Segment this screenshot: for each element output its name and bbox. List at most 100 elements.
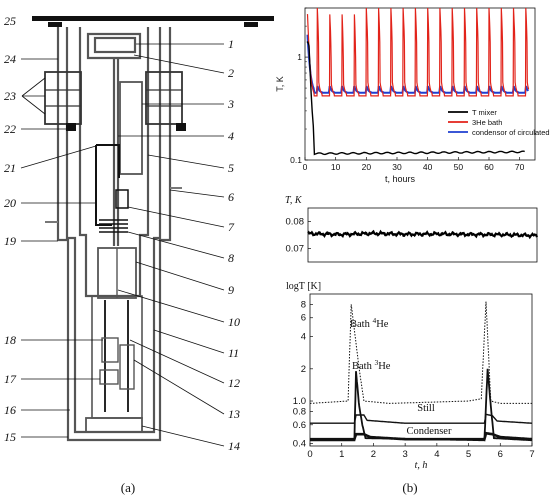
heat-exchanger-coil bbox=[99, 219, 128, 233]
top-x-tick-label: 0 bbox=[303, 162, 308, 172]
callout-3: 3 bbox=[227, 97, 234, 111]
mixing-chamber-18 bbox=[101, 337, 119, 363]
bottom-y-tick-label: 0.8 bbox=[293, 406, 306, 417]
middle-series bbox=[307, 229, 539, 240]
bottom-y-tick-label: 0.4 bbox=[293, 439, 306, 450]
top-x-tick-label: 10 bbox=[331, 162, 341, 172]
top-x-tick-label: 70 bbox=[515, 162, 525, 172]
capillary-line bbox=[95, 144, 120, 226]
bottom-x-tick-label: 6 bbox=[498, 449, 503, 460]
outer-vacuum-can bbox=[56, 27, 172, 442]
callout-11: 11 bbox=[228, 346, 239, 360]
top-y-tick-label: 0.1 bbox=[290, 155, 302, 165]
annotation-bath-3he-word: Bath bbox=[352, 361, 374, 372]
magnet-block-left bbox=[44, 71, 82, 125]
callout-10: 10 bbox=[228, 315, 240, 329]
callout-5: 5 bbox=[228, 161, 234, 175]
top-plot-frame bbox=[304, 7, 536, 161]
annotation-bath-4he-he: He bbox=[376, 319, 389, 330]
bottom-y-tick-label: 1.0 bbox=[293, 396, 306, 407]
callout-4: 4 bbox=[228, 129, 234, 143]
callout-16: 16 bbox=[4, 403, 16, 417]
flange-step bbox=[48, 22, 62, 27]
callout-labels: 2524232221201918171615123456789101112131… bbox=[4, 14, 240, 453]
callout-24: 24 bbox=[4, 52, 16, 66]
callout-18: 18 bbox=[4, 333, 16, 347]
middle-y-axis-label: T, K bbox=[285, 195, 303, 206]
annotation-condenser: Condenser bbox=[407, 426, 452, 437]
flange-step-right bbox=[244, 22, 258, 27]
callout-25: 25 bbox=[4, 14, 16, 28]
callout-12: 12 bbox=[228, 376, 240, 390]
series-condensor bbox=[306, 34, 530, 94]
magnet-block-right bbox=[145, 71, 183, 125]
legend-label: 3He bath bbox=[472, 118, 502, 127]
bottom-x-axis-label: t, h bbox=[415, 460, 428, 471]
cap-plate bbox=[93, 36, 137, 54]
callout-20: 20 bbox=[4, 196, 16, 210]
top-x-tick-label: 50 bbox=[454, 162, 464, 172]
chart-middle: 0.08 0.07 T, K bbox=[285, 195, 539, 263]
top-y-axis-label: T, K bbox=[275, 76, 285, 92]
cell-17 bbox=[99, 369, 119, 385]
callout-23: 23 bbox=[4, 89, 16, 103]
top-x-tick-label: 60 bbox=[484, 162, 494, 172]
bottom-y-tick-label: 0.6 bbox=[293, 420, 306, 431]
pot-7 bbox=[115, 189, 129, 209]
bottom-series-condenser bbox=[310, 431, 533, 441]
panel-b-caption: (b) bbox=[402, 480, 417, 495]
callout-9: 9 bbox=[228, 283, 234, 297]
callout-15: 15 bbox=[4, 430, 16, 444]
box-3 bbox=[119, 81, 143, 175]
bottom-y-tick-label: 8 bbox=[301, 299, 306, 310]
callout-19: 19 bbox=[4, 234, 16, 248]
legend-label: condensor of circulated 3He bbox=[472, 128, 550, 137]
bottom-series-bath-4he bbox=[310, 301, 532, 404]
bottom-x-tick-label: 7 bbox=[529, 449, 534, 460]
bottom-y-tick-label: 4 bbox=[301, 332, 306, 343]
top-x-tick-label: 40 bbox=[423, 162, 433, 172]
bottom-y-tick-label: 2 bbox=[301, 364, 306, 375]
bottom-plot-frame bbox=[309, 293, 533, 447]
middle-y-tick-label: 0.08 bbox=[286, 217, 305, 228]
legend-label: T mixer bbox=[472, 108, 497, 117]
annotation-bath-3he-he: He bbox=[378, 361, 391, 372]
annotation-bath-3he-sup: 3 bbox=[374, 358, 378, 367]
cell-13 bbox=[119, 344, 135, 390]
top-x-tick-label: 20 bbox=[362, 162, 372, 172]
annotation-bath-4he: Bath 4He bbox=[350, 316, 389, 330]
collar-left bbox=[66, 123, 76, 131]
annotation-bath-3he: Bath 3He bbox=[352, 358, 391, 372]
bottom-y-tick-label: 6 bbox=[301, 313, 306, 324]
bottom-x-tick-label: 5 bbox=[466, 449, 471, 460]
bottom-x-tick-label: 3 bbox=[402, 449, 407, 460]
annotation-still: Still bbox=[417, 403, 435, 414]
top-flange bbox=[32, 16, 274, 21]
top-x-tick-label: 30 bbox=[392, 162, 402, 172]
callout-leaders bbox=[20, 43, 225, 447]
series-3he-bath bbox=[306, 7, 530, 97]
callout-17: 17 bbox=[4, 372, 17, 386]
collar-right bbox=[176, 123, 186, 131]
callout-13: 13 bbox=[228, 407, 240, 421]
callout-6: 6 bbox=[228, 190, 234, 204]
cryostat-schematic bbox=[32, 16, 274, 442]
bottom-series-still bbox=[310, 413, 532, 424]
panel-a-caption: (a) bbox=[121, 480, 135, 495]
callout-21: 21 bbox=[4, 161, 16, 175]
bottom-x-tick-label: 2 bbox=[371, 449, 376, 460]
bottom-x-tick-label: 4 bbox=[434, 449, 439, 460]
bottom-y-axis-label: logT [K] bbox=[286, 281, 321, 292]
middle-y-tick-label: 0.07 bbox=[286, 244, 305, 255]
callout-8: 8 bbox=[228, 251, 234, 265]
callout-2: 2 bbox=[228, 66, 234, 80]
annotation-bath-4he-word: Bath bbox=[350, 319, 372, 330]
callout-7: 7 bbox=[228, 220, 235, 234]
bottom-x-tick-label: 0 bbox=[307, 449, 312, 460]
inner-cap bbox=[86, 32, 142, 60]
series-t-mixer bbox=[306, 41, 525, 156]
bottom-plate-14 bbox=[85, 417, 143, 433]
